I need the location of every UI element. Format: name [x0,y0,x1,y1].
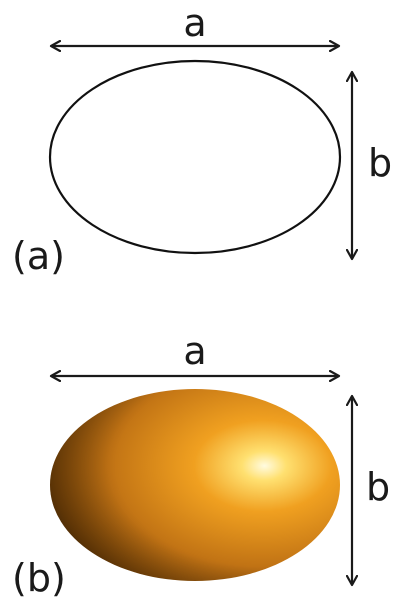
panel-a: a b (a) [12,1,392,278]
panel-b: a b (b) [12,329,390,600]
height-label-a: b [368,141,392,185]
ellipse-outline [48,59,342,255]
height-label-b: b [366,465,390,509]
panel-label-a: (a) [12,234,65,278]
panel-label-b: (b) [12,556,66,600]
width-label-b: a [183,329,206,373]
width-label-a: a [183,1,206,45]
ellipsoid-shaded [50,389,340,581]
